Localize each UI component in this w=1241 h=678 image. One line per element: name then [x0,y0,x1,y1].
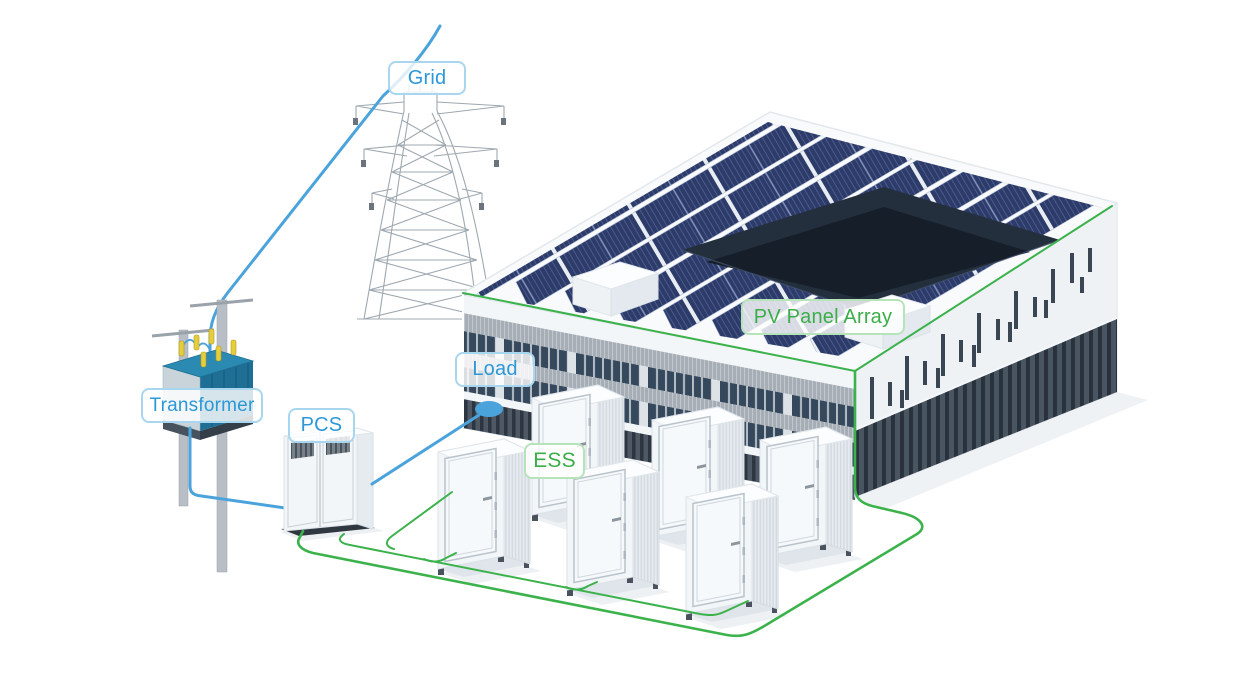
pole-transformer [151,298,255,573]
right-facade-window-slits [870,248,1092,419]
load-label: Load [455,352,535,387]
ess-container-6 [685,483,790,630]
transformer-bushings [178,328,237,368]
pcs-label: PCS [288,408,355,443]
load-to-pcs-line [370,413,481,486]
ess-stub-line-1 [423,552,457,563]
ess-stub-line-2 [565,581,598,591]
grid-label: Grid [388,61,466,95]
right-louver-base [855,318,1117,497]
pv-panel-array-label: PV Panel Array [741,299,905,335]
ess-branch-line-1 [386,491,453,550]
ess-interconnect-line [338,533,749,617]
grid-to-transformer-line [208,24,442,353]
front-window-band-1 [463,331,855,428]
pcs-cabinet [280,427,384,541]
ess-container-5 [566,459,671,606]
pole-crossarms [151,298,254,338]
building-to-pcs-green-loop [296,369,924,638]
transformer-label: Transformer [141,388,263,423]
tower-insulators [353,118,506,210]
ess-label: ESS [524,443,585,479]
load-connection-dot [475,401,503,417]
pcs-vent-grille [291,440,314,459]
transformer-to-pcs-line [188,426,343,518]
building-shadow [855,392,1148,510]
transformer-tank [161,349,255,378]
